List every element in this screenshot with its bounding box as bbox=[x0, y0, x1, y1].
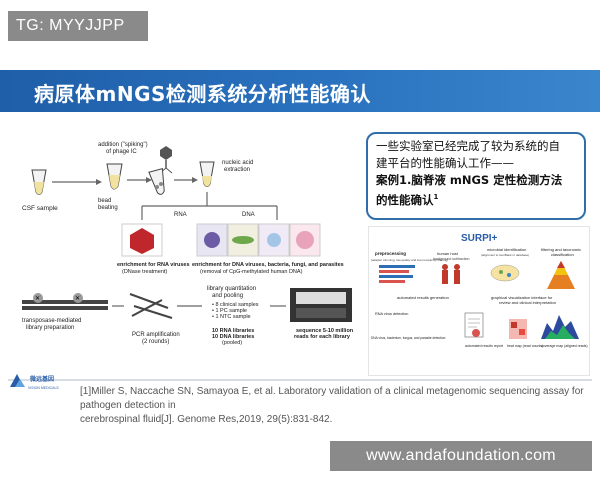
callout-line-2: 建平台的性能确认工作—— bbox=[376, 156, 514, 170]
rna-label: RNA bbox=[174, 212, 187, 218]
heat-map-icon bbox=[509, 319, 527, 339]
microbial-sub: (alignment to GenBank nt database) bbox=[481, 253, 529, 257]
rna-detection-label: RNA virus detection bbox=[375, 312, 408, 316]
surpi-logo: SURPI+ bbox=[461, 233, 498, 244]
workflow-diagram: CSF sample addition ("spiking") of phage… bbox=[22, 142, 354, 346]
rna-virus-icon bbox=[121, 223, 163, 257]
transposase-label-1: transposase-mediated bbox=[22, 318, 81, 324]
callout-line-4: 的性能确认1 bbox=[376, 189, 576, 209]
reference-line-2: cerebrospinal fluid[J]. Genome Res,2019,… bbox=[80, 414, 333, 425]
pcr-label-2: (2 rounds) bbox=[142, 339, 169, 345]
filtering-sub: classification bbox=[551, 252, 574, 257]
graphical-sub: review and clinical interpretation bbox=[499, 300, 556, 305]
human-host-label: human host bbox=[437, 251, 459, 256]
enrich-dna-label-1: enrichment for DNA viruses, bacteria, fu… bbox=[192, 262, 344, 268]
coverage-map-icon bbox=[541, 315, 579, 339]
graphical-label: graphical visualization interface for bbox=[491, 295, 553, 300]
transposase-icon: ✕ ✕ bbox=[22, 293, 108, 310]
reference-citation: [1]Miller S, Naccache SN, Samayoa E, et … bbox=[80, 385, 588, 427]
seq-label-2: reads for each library bbox=[294, 334, 351, 340]
reads-icon bbox=[379, 265, 415, 283]
footer-divider bbox=[8, 379, 592, 381]
nucleic-label-1: nucleic acid bbox=[222, 160, 253, 166]
microbial-label: microbial identification bbox=[487, 247, 526, 252]
libs-label-2: 10 DNA libraries bbox=[212, 334, 254, 340]
dna-detection-label: DNA virus, bacterium, fungus, and parasi… bbox=[371, 336, 446, 340]
addition-label-2: of phage lC bbox=[106, 149, 137, 155]
enrich-rna-label-1: enrichment for RNA viruses bbox=[117, 262, 190, 268]
slide-title: 病原体mNGS检测系统分析性能确认 bbox=[34, 82, 371, 106]
sample-item-2: • 1 PC sample bbox=[212, 308, 247, 314]
seq-label-1: sequence 5-10 million bbox=[296, 328, 354, 334]
human-figures-icon bbox=[442, 264, 460, 284]
automated-label: automated results generation bbox=[397, 295, 449, 300]
libs-label-1: 10 RNA libraries bbox=[212, 328, 254, 334]
spike-tube-icon bbox=[106, 163, 123, 190]
library-label-1: library quantitation bbox=[207, 286, 256, 292]
pyramid-icon bbox=[547, 261, 575, 289]
enrich-rna-label-2: (DNase treatment) bbox=[122, 269, 167, 275]
callout-line-3: 案例1.脑脊液 mNGS 定性检测方法 bbox=[376, 173, 563, 187]
libs-label-3: (pooled) bbox=[222, 340, 242, 346]
title-banner: 病原体mNGS检测系统分析性能确认 bbox=[0, 70, 600, 112]
callout-box: 一些实验室已经完成了较为系统的自 建平台的性能确认工作—— 案例1.脑脊液 mN… bbox=[366, 132, 586, 220]
reference-line-1: [1]Miller S, Naccache SN, Samayoa E, et … bbox=[80, 386, 584, 411]
enrich-dna-label-2: (removal of CpG-methylated human DNA) bbox=[200, 269, 303, 275]
callout-line-4-text: 的性能确认 bbox=[376, 192, 434, 207]
dna-pathogen-images bbox=[196, 223, 321, 257]
arrow-head-2 bbox=[146, 177, 152, 183]
pcr-label-1: PCR amplification bbox=[132, 332, 180, 338]
bead-tube-icon bbox=[148, 167, 165, 195]
report-icon bbox=[464, 312, 484, 338]
preprocessing-label: preprocessing bbox=[375, 251, 406, 256]
citation-mark: 1 bbox=[433, 193, 439, 201]
bead-label-1: bead bbox=[98, 198, 111, 204]
pcr-fragments-icon bbox=[129, 293, 173, 319]
sample-item-3: • 1 NTC sample bbox=[212, 314, 251, 320]
microbe-icon bbox=[490, 264, 520, 282]
bead-label-2: beating bbox=[98, 205, 118, 211]
website-watermark: www.andafoundation.com bbox=[330, 441, 592, 471]
sequencer-icon bbox=[290, 288, 352, 322]
logo-en-text: VISION MEDICALS bbox=[28, 386, 59, 390]
callout-line-1: 一些实验室已经完成了较为系统的自 bbox=[376, 139, 560, 153]
addition-label-1: addition ("spiking") bbox=[98, 142, 148, 148]
csf-sample-label: CSF sample bbox=[22, 205, 58, 212]
source-tag: TG: MYYJJPP bbox=[8, 11, 148, 41]
filtering-label: filtering and taxonomic bbox=[541, 247, 581, 252]
human-host-sub: background subtraction bbox=[433, 257, 469, 261]
company-logo: 微远基因 VISION MEDICALS bbox=[8, 371, 68, 393]
arrow-head-1 bbox=[96, 179, 102, 185]
workflow-figure: CSF sample addition ("spiking") of phage… bbox=[12, 140, 358, 358]
dna-label: DNA bbox=[242, 212, 255, 218]
logo-cn-text: 微远基因 bbox=[29, 375, 54, 383]
logo-mark-icon: 微远基因 VISION MEDICALS bbox=[10, 374, 59, 390]
heat-map-label: heat map (read counts) bbox=[507, 344, 543, 348]
surpi-diagram: SURPI+ preprocessing (adapter trimming, … bbox=[371, 233, 588, 348]
svg-text:✕: ✕ bbox=[75, 296, 80, 302]
extraction-tube-icon bbox=[199, 161, 215, 187]
library-label-2: and pooling bbox=[212, 293, 243, 299]
surpi-figure: SURPI+ preprocessing (adapter trimming, … bbox=[368, 226, 590, 376]
preprocessing-sub: (adapter trimming, low-quality and low-c… bbox=[371, 258, 448, 262]
csf-tube-icon bbox=[31, 169, 47, 195]
coverage-map-label: coverage map (aligned reads) bbox=[541, 344, 588, 348]
svg-text:✕: ✕ bbox=[35, 296, 40, 302]
arrow-head-3 bbox=[192, 177, 198, 183]
automated-report-label: automated results report bbox=[465, 344, 503, 348]
sample-item-1: • 8 clinical samples bbox=[212, 302, 259, 308]
nucleic-label-2: extraction bbox=[224, 167, 250, 173]
transposase-label-2: library preparation bbox=[26, 325, 74, 331]
